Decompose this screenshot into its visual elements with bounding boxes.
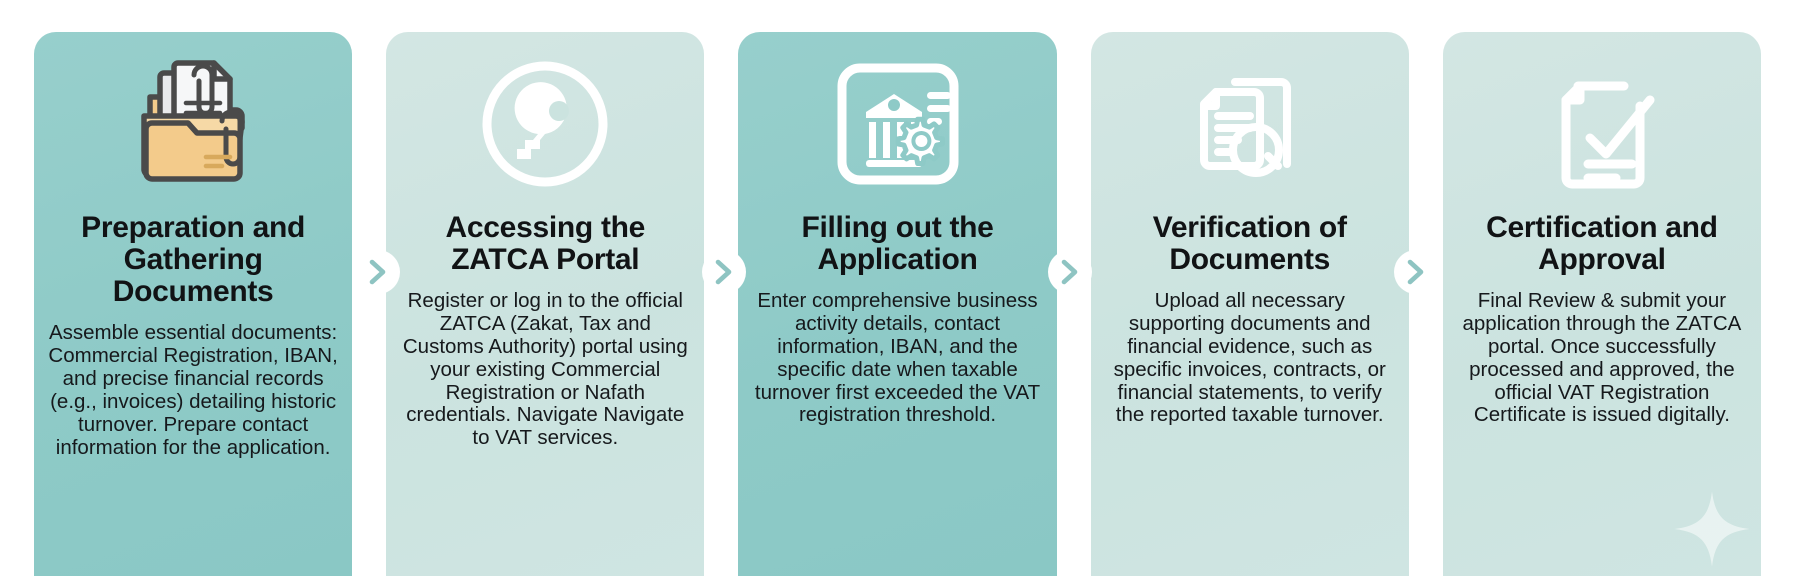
document-checkmark-icon (1532, 36, 1672, 212)
step-title: Preparation and Gathering Documents (81, 211, 306, 309)
process-step-card-5[interactable]: Certification and Approval Final Review … (1442, 32, 1762, 576)
step-separator-4 (1394, 250, 1438, 294)
process-step-card-3[interactable]: Filling out the Application Enter compre… (738, 32, 1057, 576)
step-title: Accessing the ZATCA Portal (445, 211, 646, 277)
sparkle-icon (1674, 491, 1750, 567)
documents-folder-icon (118, 36, 268, 212)
step-title: Filling out the Application (801, 211, 994, 277)
step-title: Certification and Approval (1486, 211, 1718, 277)
process-step-card-2[interactable]: Accessing the ZATCA Portal Register or l… (386, 32, 705, 576)
step-separator-3 (1048, 250, 1092, 294)
step-description: Register or log in to the official ZATCA… (402, 289, 688, 450)
step-description: Upload all necessary supporting document… (1113, 289, 1386, 427)
key-circle-icon (475, 36, 615, 212)
step-separator-2 (702, 250, 746, 294)
process-step-card-1[interactable]: Preparation and Gathering Documents Asse… (34, 32, 353, 576)
document-magnifier-icon (1180, 36, 1320, 212)
step-separator-1 (356, 250, 400, 294)
step-description: Enter comprehensive business activity de… (754, 289, 1041, 427)
process-step-card-4[interactable]: Verification of Documents Upload all nec… (1090, 32, 1409, 576)
step-title: Verification of Documents (1152, 211, 1347, 277)
step-description: Assemble essential documents: Commercial… (48, 321, 338, 459)
step-description: Final Review & submit your application t… (1462, 289, 1742, 427)
bank-form-gear-icon (828, 36, 968, 212)
process-step-list: Preparation and Gathering Documents Asse… (34, 32, 1762, 576)
